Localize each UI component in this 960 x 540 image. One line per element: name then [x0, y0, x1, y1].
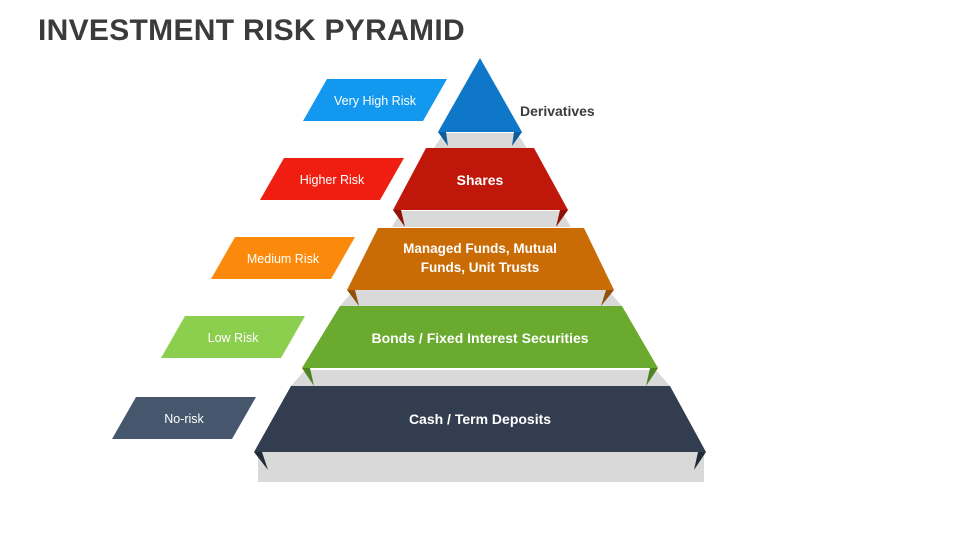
pyramid-level-1-side-right [512, 132, 522, 146]
pyramid-level-3-label-line2: Funds, Unit Trusts [421, 260, 540, 275]
pyramid-step-2 [392, 211, 571, 227]
risk-tag-very-high [303, 79, 447, 121]
pyramid-level-3-label-line1: Managed Funds, Mutual [403, 241, 557, 256]
pyramid-level-3-side-right [601, 290, 614, 306]
risk-tag-higher [260, 158, 404, 200]
pyramid-level-4-side-right [646, 368, 658, 386]
pyramid-level-2-side-right [556, 210, 568, 227]
pyramid-level-1-side-left [438, 132, 448, 146]
risk-tag-low [161, 316, 305, 358]
pyramid-level-5-side-right [694, 452, 706, 470]
pyramid-level-1-label: Derivatives [520, 103, 595, 119]
pyramid-step-4 [291, 370, 670, 386]
pyramid-step-1 [434, 133, 527, 148]
risk-tag-medium-label: Medium Risk [247, 252, 320, 266]
risk-tag-medium [211, 237, 355, 279]
pyramid-step-3 [340, 290, 622, 306]
pyramid-level-2-label: Shares [457, 172, 504, 188]
pyramid-level-5-label: Cash / Term Deposits [409, 411, 551, 427]
pyramid-level-4-label: Bonds / Fixed Interest Securities [371, 330, 588, 346]
pyramid-level-4-side-left [302, 368, 314, 386]
page-title: INVESTMENT RISK PYRAMID [38, 14, 465, 47]
pyramid-level-3-band [347, 228, 614, 290]
pyramid-step-5 [258, 452, 704, 482]
pyramid-level-1-band [438, 58, 522, 132]
pyramid-level-2-band [393, 148, 568, 210]
risk-tag-no-risk [112, 397, 256, 439]
pyramid-level-5-side-left [254, 452, 268, 470]
pyramid-level-5-band [254, 386, 706, 452]
pyramid-level-3-side-left [347, 290, 359, 306]
risk-tag-very-high-label: Very High Risk [334, 94, 417, 108]
pyramid-level-2-side-left [393, 210, 405, 227]
risk-tag-higher-label: Higher Risk [300, 173, 365, 187]
pyramid-level-4-band [302, 306, 658, 368]
risk-tag-no-risk-label: No-risk [164, 412, 204, 426]
risk-tag-low-label: Low Risk [208, 331, 259, 345]
